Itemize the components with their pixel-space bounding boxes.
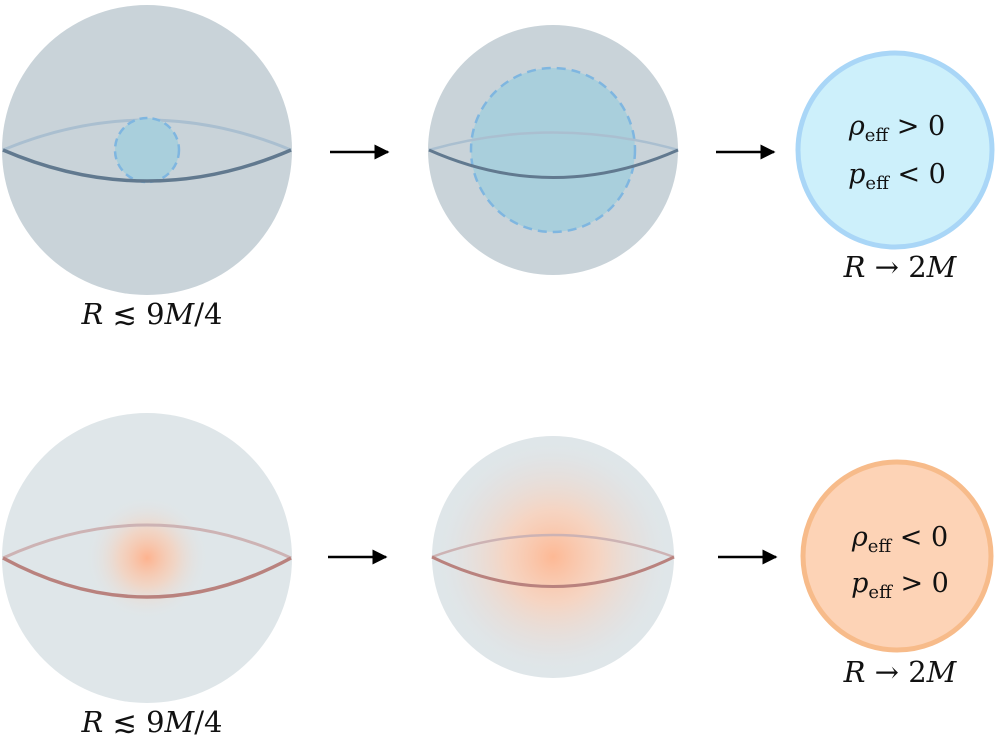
- final-sphere: [795, 50, 995, 250]
- glow-region: [85, 496, 209, 620]
- front-meridian-curve: [2, 148, 292, 183]
- bottom-row: ρeff < 0 peff > 0 R ≲ 9M/4 R → 2M: [2, 413, 994, 739]
- top-sphere-middle: [428, 25, 679, 275]
- condition-rho: ρeff < 0: [851, 522, 948, 557]
- bottom-final-state: ρeff < 0 peff > 0: [800, 459, 994, 653]
- top-row: ρeff > 0 peff < 0 R ≲ 9M/4 R → 2M: [2, 5, 995, 331]
- bottom-sphere-middle: [431, 436, 675, 678]
- condition-rho: ρeff > 0: [848, 111, 945, 146]
- glow-region: [435, 439, 671, 675]
- top-sphere-initial: [2, 5, 292, 295]
- condition-p: peff > 0: [851, 568, 949, 603]
- front-meridian-curve: [431, 555, 675, 588]
- final-sphere: [800, 459, 994, 653]
- top-final-state: ρeff > 0 peff < 0: [795, 50, 995, 250]
- top-left-label: R ≲ 9M/4: [81, 297, 223, 331]
- top-final-label: R → 2M: [843, 250, 958, 284]
- bottom-final-label: R → 2M: [843, 655, 958, 689]
- inner-region: [113, 116, 181, 184]
- condition-p: peff < 0: [848, 159, 946, 194]
- bottom-left-label: R ≲ 9M/4: [81, 705, 223, 739]
- inner-region: [469, 66, 637, 234]
- back-meridian-curve: [2, 523, 292, 560]
- back-meridian-curve: [428, 131, 679, 152]
- bottom-sphere-initial: [2, 413, 292, 703]
- back-meridian-curve: [431, 533, 675, 559]
- front-meridian-curve: [2, 556, 292, 599]
- front-meridian-curve: [428, 148, 679, 179]
